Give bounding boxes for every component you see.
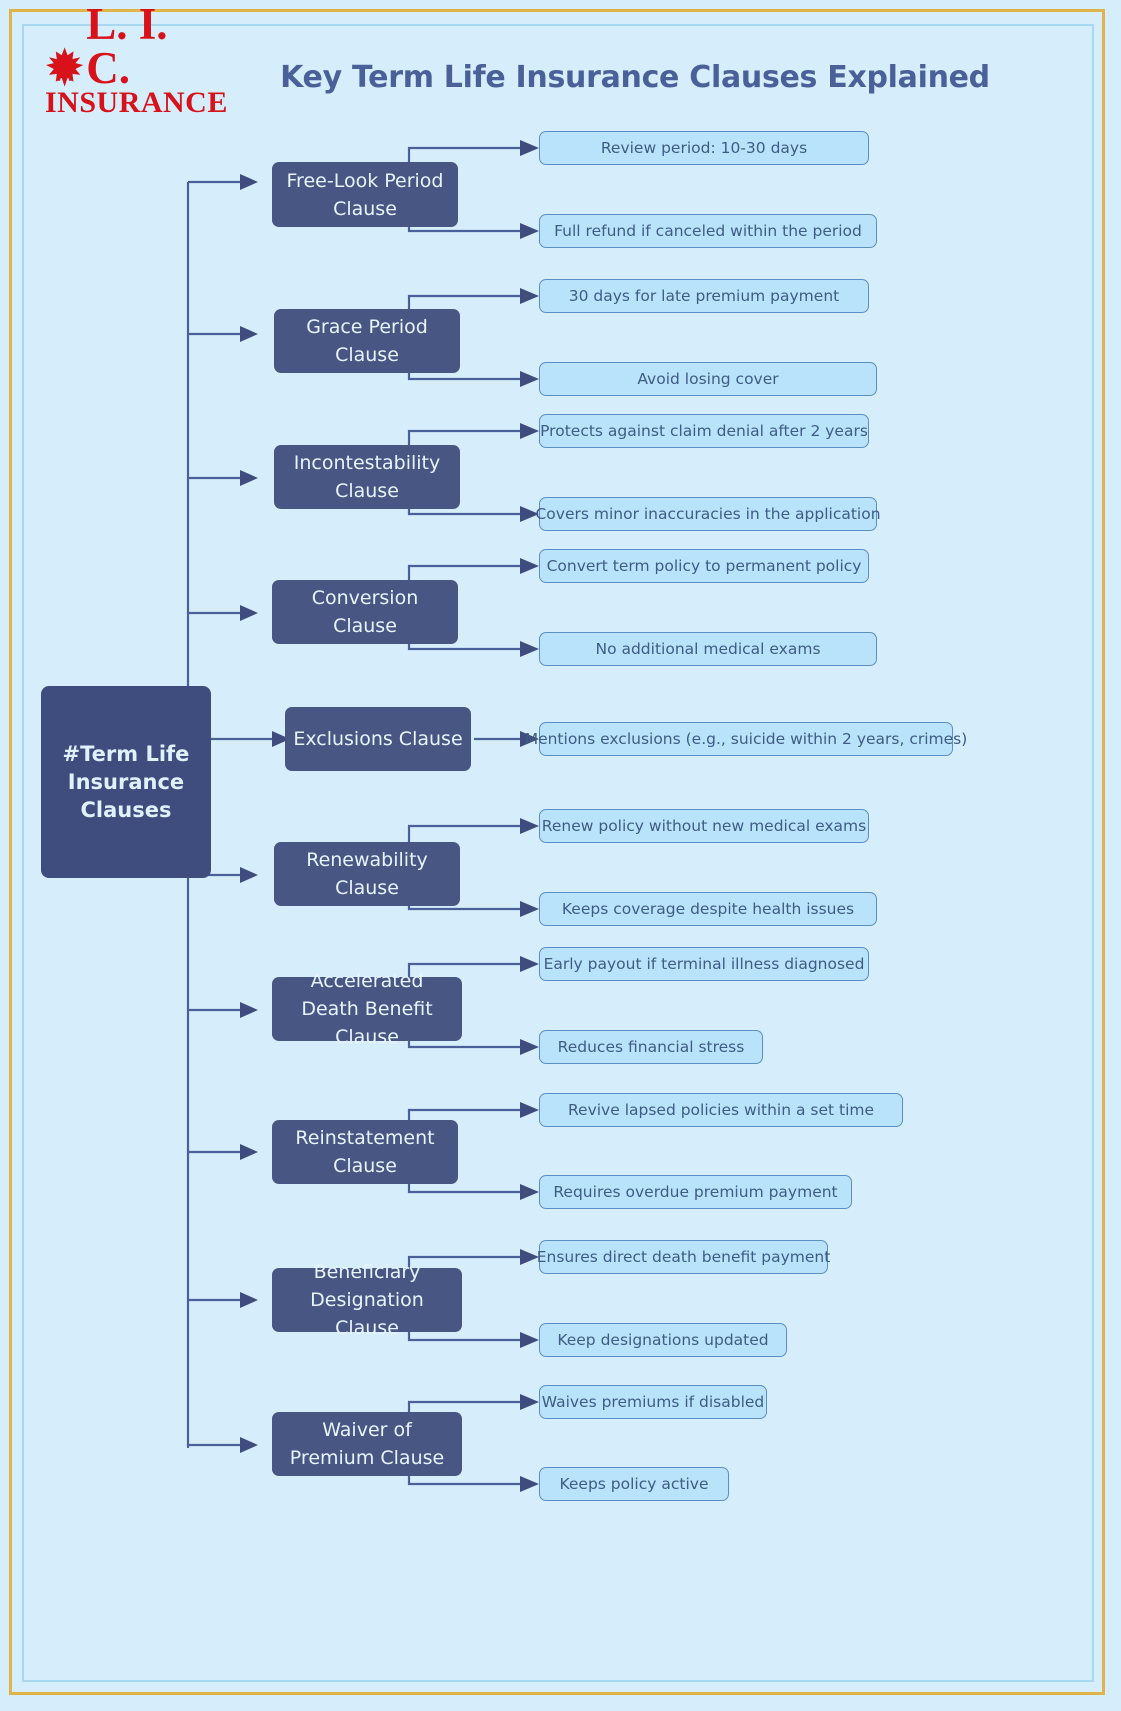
- clause-node-waiver-of-premium[interactable]: Waiver of Premium Clause: [272, 1412, 462, 1476]
- detail-text: No additional medical exams: [595, 640, 821, 658]
- detail-box[interactable]: No additional medical exams: [539, 632, 877, 666]
- detail-box[interactable]: Reduces financial stress: [539, 1030, 763, 1064]
- detail-box[interactable]: Ensures direct death benefit payment: [536, 1240, 831, 1274]
- detail-text: Renew policy without new medical exams: [541, 817, 867, 835]
- clause-node-accelerated-death-benefit[interactable]: Accelerated Death Benefit Clause: [272, 970, 462, 1048]
- clause-label: Renewability Clause: [306, 849, 428, 899]
- detail-box[interactable]: Revive lapsed policies within a set time: [539, 1093, 903, 1127]
- detail-text: Revive lapsed policies within a set time: [567, 1101, 875, 1119]
- clause-label: Beneficiary Designation Clause: [310, 1261, 424, 1339]
- clause-node-exclusions[interactable]: Exclusions Clause: [285, 707, 471, 771]
- detail-box[interactable]: 30 days for late premium payment: [539, 279, 869, 313]
- clause-node-conversion[interactable]: Conversion Clause: [272, 580, 458, 644]
- detail-text: Convert term policy to permanent policy: [546, 557, 862, 575]
- maple-leaf-icon: [45, 47, 84, 87]
- detail-box[interactable]: Early payout if terminal illness diagnos…: [539, 947, 869, 981]
- detail-text: Protects against claim denial after 2 ye…: [540, 422, 868, 440]
- detail-text: Keep designations updated: [557, 1331, 769, 1349]
- detail-box[interactable]: Waives premiums if disabled: [539, 1385, 767, 1419]
- clause-label: Waiver of Premium Clause: [289, 1419, 445, 1469]
- root-node-term-life-insurance-clauses[interactable]: #Term Life Insurance Clauses: [41, 686, 211, 878]
- detail-text: Covers minor inaccuracies in the applica…: [535, 505, 881, 523]
- detail-text: Requires overdue premium payment: [553, 1183, 838, 1201]
- detail-box[interactable]: Convert term policy to permanent policy: [539, 549, 869, 583]
- lic-insurance-logo: L. I. C. INSURANCE: [45, 2, 228, 119]
- detail-box[interactable]: Covers minor inaccuracies in the applica…: [535, 497, 881, 531]
- clause-label: Grace Period Clause: [306, 316, 428, 366]
- detail-box[interactable]: Full refund if canceled within the perio…: [539, 214, 877, 248]
- logo-insurance-text: INSURANCE: [45, 86, 228, 119]
- detail-text: Keeps policy active: [559, 1475, 709, 1493]
- clause-node-grace-period[interactable]: Grace Period Clause: [274, 309, 460, 373]
- detail-text: Review period: 10-30 days: [600, 139, 808, 157]
- clause-label: Incontestability Clause: [293, 452, 441, 502]
- detail-box[interactable]: Keeps policy active: [539, 1467, 729, 1501]
- detail-text: Early payout if terminal illness diagnos…: [543, 955, 865, 973]
- detail-box[interactable]: Review period: 10-30 days: [539, 131, 869, 165]
- detail-box[interactable]: Requires overdue premium payment: [539, 1175, 852, 1209]
- detail-text: Waives premiums if disabled: [541, 1393, 765, 1411]
- detail-text: Reduces financial stress: [557, 1038, 745, 1056]
- detail-text: Mentions exclusions (e.g., suicide withi…: [524, 730, 968, 748]
- clause-node-beneficiary-designation[interactable]: Beneficiary Designation Clause: [272, 1261, 462, 1339]
- detail-box[interactable]: Avoid losing cover: [539, 362, 877, 396]
- root-node-label: #Term Life Insurance Clauses: [62, 742, 190, 822]
- clause-node-renewability[interactable]: Renewability Clause: [274, 842, 460, 906]
- detail-text: Avoid losing cover: [637, 370, 779, 388]
- clause-label: Reinstatement Clause: [295, 1127, 435, 1177]
- detail-box[interactable]: Protects against claim denial after 2 ye…: [539, 414, 869, 448]
- clause-node-free-look-period[interactable]: Free-Look Period Clause: [272, 162, 458, 227]
- logo-lic-text: L. I. C.: [86, 0, 168, 93]
- clause-label: Accelerated Death Benefit Clause: [301, 970, 433, 1048]
- detail-box[interactable]: Mentions exclusions (e.g., suicide withi…: [525, 722, 967, 756]
- detail-text: Full refund if canceled within the perio…: [554, 222, 862, 240]
- page-title: Key Term Life Insurance Clauses Explaine…: [280, 60, 990, 95]
- detail-text: 30 days for late premium payment: [568, 287, 840, 305]
- detail-box[interactable]: Keep designations updated: [539, 1323, 787, 1357]
- logo-top-row: L. I. C.: [45, 2, 220, 91]
- detail-box[interactable]: Keeps coverage despite health issues: [539, 892, 877, 926]
- clause-label: Free-Look Period Clause: [286, 169, 444, 220]
- detail-box[interactable]: Renew policy without new medical exams: [539, 809, 869, 843]
- detail-text: Ensures direct death benefit payment: [536, 1248, 831, 1266]
- clause-label: Exclusions Clause: [293, 728, 463, 750]
- clause-node-reinstatement[interactable]: Reinstatement Clause: [272, 1120, 458, 1184]
- clause-label: Conversion Clause: [311, 587, 419, 637]
- detail-text: Keeps coverage despite health issues: [561, 900, 855, 918]
- clause-node-incontestability[interactable]: Incontestability Clause: [274, 445, 460, 509]
